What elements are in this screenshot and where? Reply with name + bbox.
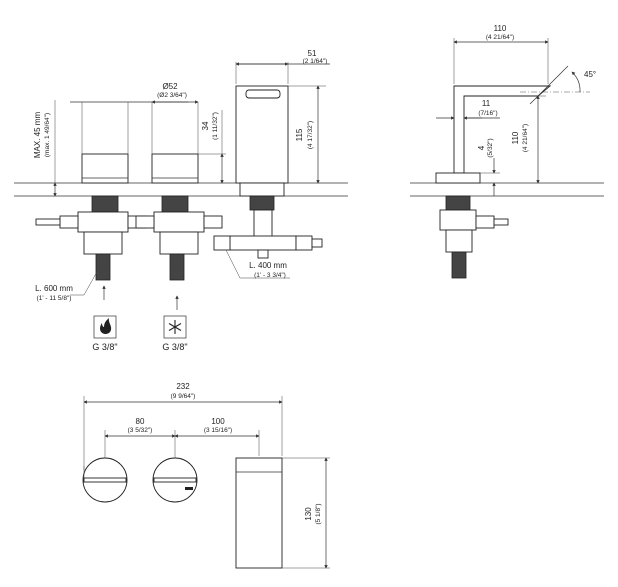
dim-4-in: (5/32") [487,138,494,157]
hose-400-in: (1' - 3 3/4") [254,272,286,279]
dim-11-in: (7/16") [478,110,497,117]
cold-connection-label: G 3/8" [162,342,187,352]
dim-110-v: 110 [511,131,520,144]
dim-100: 100 [211,417,225,426]
flame-icon [93,315,117,339]
dim-115-in: (4 17/32") [307,121,314,149]
dim-130: 130 [304,507,313,521]
dim-80-in: (3 5/32") [128,427,153,434]
dim-130-in: (5 1/8") [315,503,322,524]
dim-232-in: (9 9/64") [171,393,196,400]
top-cold-handle [152,457,198,503]
dim-max45-in: (max. 1 49/64") [44,113,51,157]
hot-connection-label: G 3/8" [92,342,117,352]
dim-110-top-in: (4 21/64") [486,34,514,41]
dim-d52: Ø52 [162,82,178,91]
top-view: 232 (9 9/64") 80 (3 5/32") 100 (3 15/16"… [82,382,330,569]
front-view: 51 (2 1/64") Ø52 (Ø2 3/64") MAX. 45 mm (… [14,49,348,352]
dim-80: 80 [136,417,145,426]
dim-max45: MAX. 45 mm [33,112,42,159]
top-spout [235,457,283,569]
dim-34: 34 [201,121,210,130]
dim-110-v-in: (4 21/64") [522,124,529,152]
dim-115: 115 [295,128,304,141]
hose-400: L. 400 mm [249,261,287,270]
hose-600-in: (1' - 11 5/8") [37,295,72,302]
hot-handle [35,102,161,300]
top-hot-handle [82,457,128,503]
hose-600: L. 600 mm [35,284,73,293]
dim-d52-in: (Ø2 3/64") [157,92,187,99]
dim-4: 4 [477,145,486,150]
dim-11: 11 [482,99,491,108]
angle-45: 45° [584,70,596,79]
dim-51: 51 [308,49,317,58]
snowflake-icon [163,315,187,339]
dim-232: 232 [176,382,190,391]
dim-100-in: (3 15/16") [204,427,232,434]
dim-110-top: 110 [494,24,507,33]
dim-34-in: (1 11/32") [212,112,219,140]
spout [213,85,323,259]
cold-handle [135,102,223,310]
dim-51-in: (2 1/64") [303,58,328,65]
side-view: 110 (4 21/64") 45° 11 (7/16") 4 (5/32") … [410,24,604,279]
